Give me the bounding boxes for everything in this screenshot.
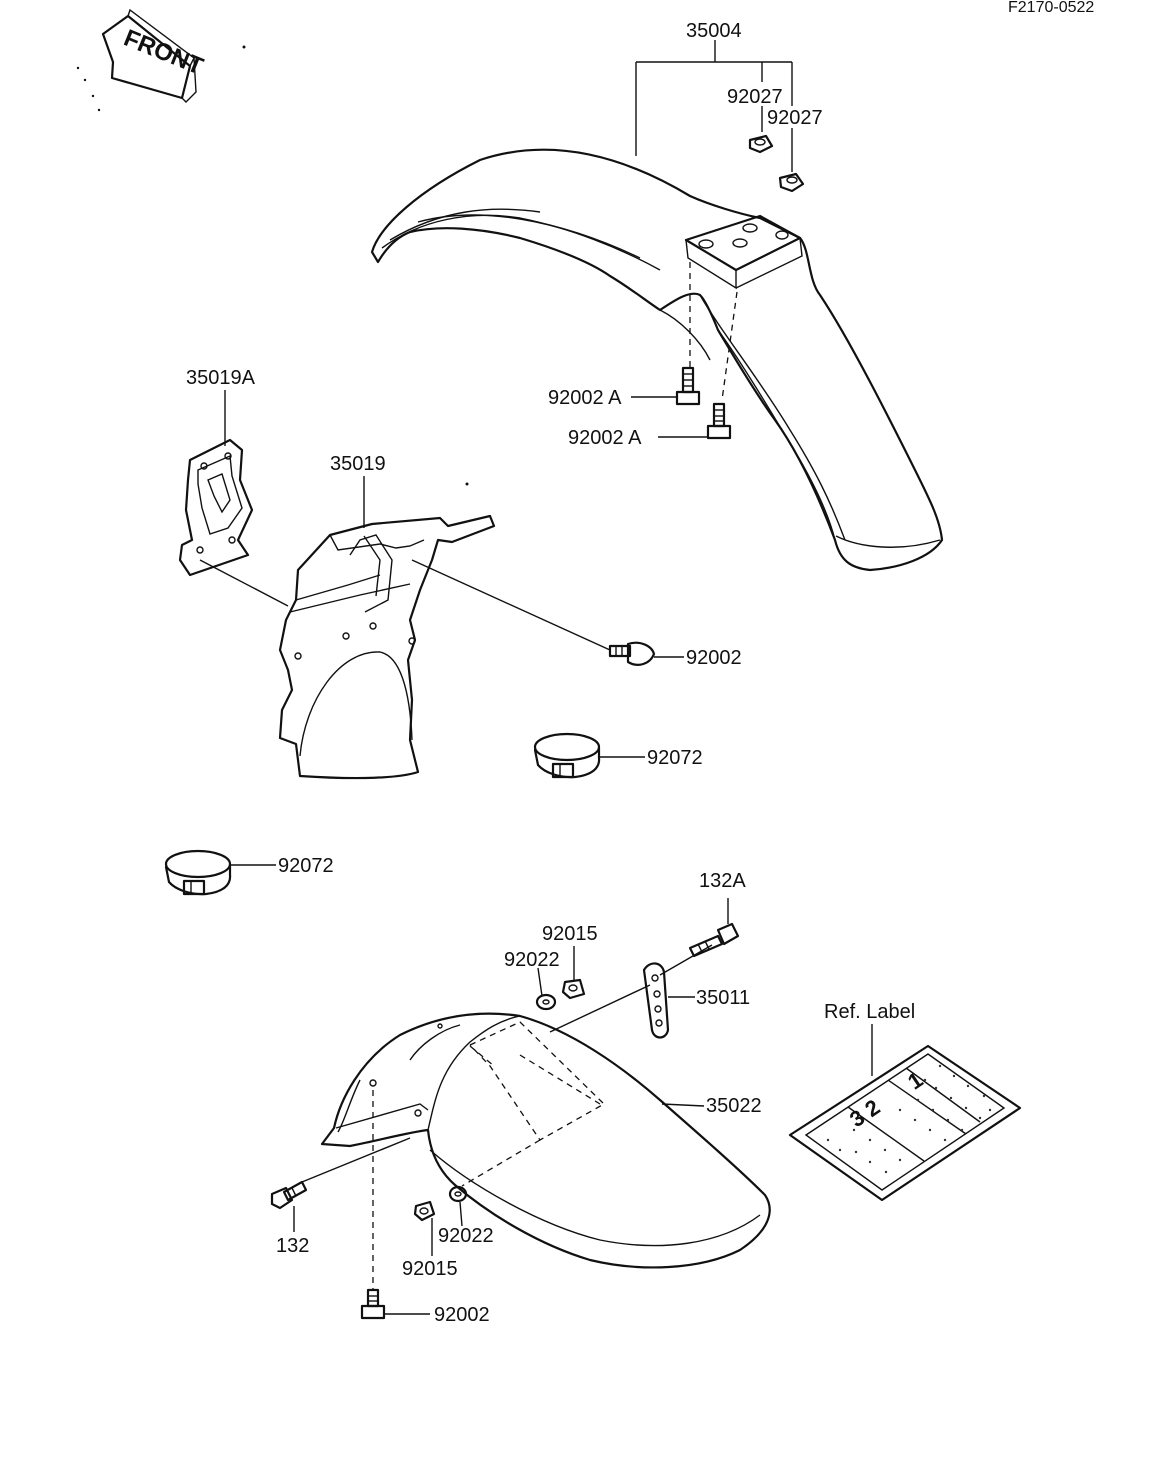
label-92027-a: 92027 — [727, 86, 783, 108]
label-92015-bot: 92015 — [402, 1258, 458, 1280]
front-label: FRONT — [120, 24, 207, 80]
front-fender — [370, 148, 944, 572]
bolt-icon — [270, 1180, 308, 1210]
label-35022: 35022 — [706, 1095, 762, 1117]
label-92015-top: 92015 — [542, 923, 598, 945]
inner-fender-35019 — [278, 514, 611, 780]
label-92072-b: 92072 — [278, 855, 334, 877]
label-92002a-a: 92002 A — [548, 387, 622, 409]
nut-icon — [413, 1200, 436, 1222]
label-92072-a: 92072 — [647, 747, 703, 769]
label-92022-bot: 92022 — [438, 1225, 494, 1247]
label-35019a: 35019A — [186, 367, 256, 389]
reference-label-sticker: 3 2 1 — [788, 1044, 1022, 1202]
label-35011: 35011 — [696, 987, 750, 1009]
specks — [76, 45, 469, 486]
washer-icon — [535, 993, 557, 1011]
bolt-icon — [706, 402, 732, 440]
label-35019: 35019 — [330, 453, 386, 475]
grommet-icon — [748, 134, 774, 154]
clamp-icon — [164, 849, 232, 896]
label-132: 132 — [276, 1235, 309, 1257]
label-132a: 132A — [699, 870, 746, 892]
label-ref-label: Ref. Label — [824, 1001, 915, 1023]
bolt-icon — [675, 366, 701, 406]
rear-fender — [301, 944, 771, 1290]
clamp-icon — [533, 732, 601, 779]
figure-id: F2170-0522 — [1008, 0, 1094, 16]
label-35004: 35004 — [686, 20, 742, 42]
label-92002-mid: 92002 — [686, 647, 742, 669]
label-92002a-b: 92002 A — [568, 427, 642, 449]
grommet-icon — [778, 172, 805, 193]
bolt-icon — [360, 1288, 386, 1320]
label-92002-bot: 92002 — [434, 1304, 490, 1326]
front-arrow-icon: FRONT — [101, 8, 207, 103]
bolt-icon — [688, 922, 740, 958]
label-92022-top: 92022 — [504, 949, 560, 971]
nut-icon — [561, 978, 586, 1000]
spacer-strip-35011 — [642, 962, 670, 1039]
bracket-35019a — [178, 438, 289, 607]
label-92027-b: 92027 — [767, 107, 823, 129]
bolt-icon — [608, 641, 656, 666]
leader-35004 — [635, 40, 793, 172]
washer-icon — [448, 1185, 468, 1203]
sticker-text-a: 3 2 — [845, 1094, 884, 1132]
